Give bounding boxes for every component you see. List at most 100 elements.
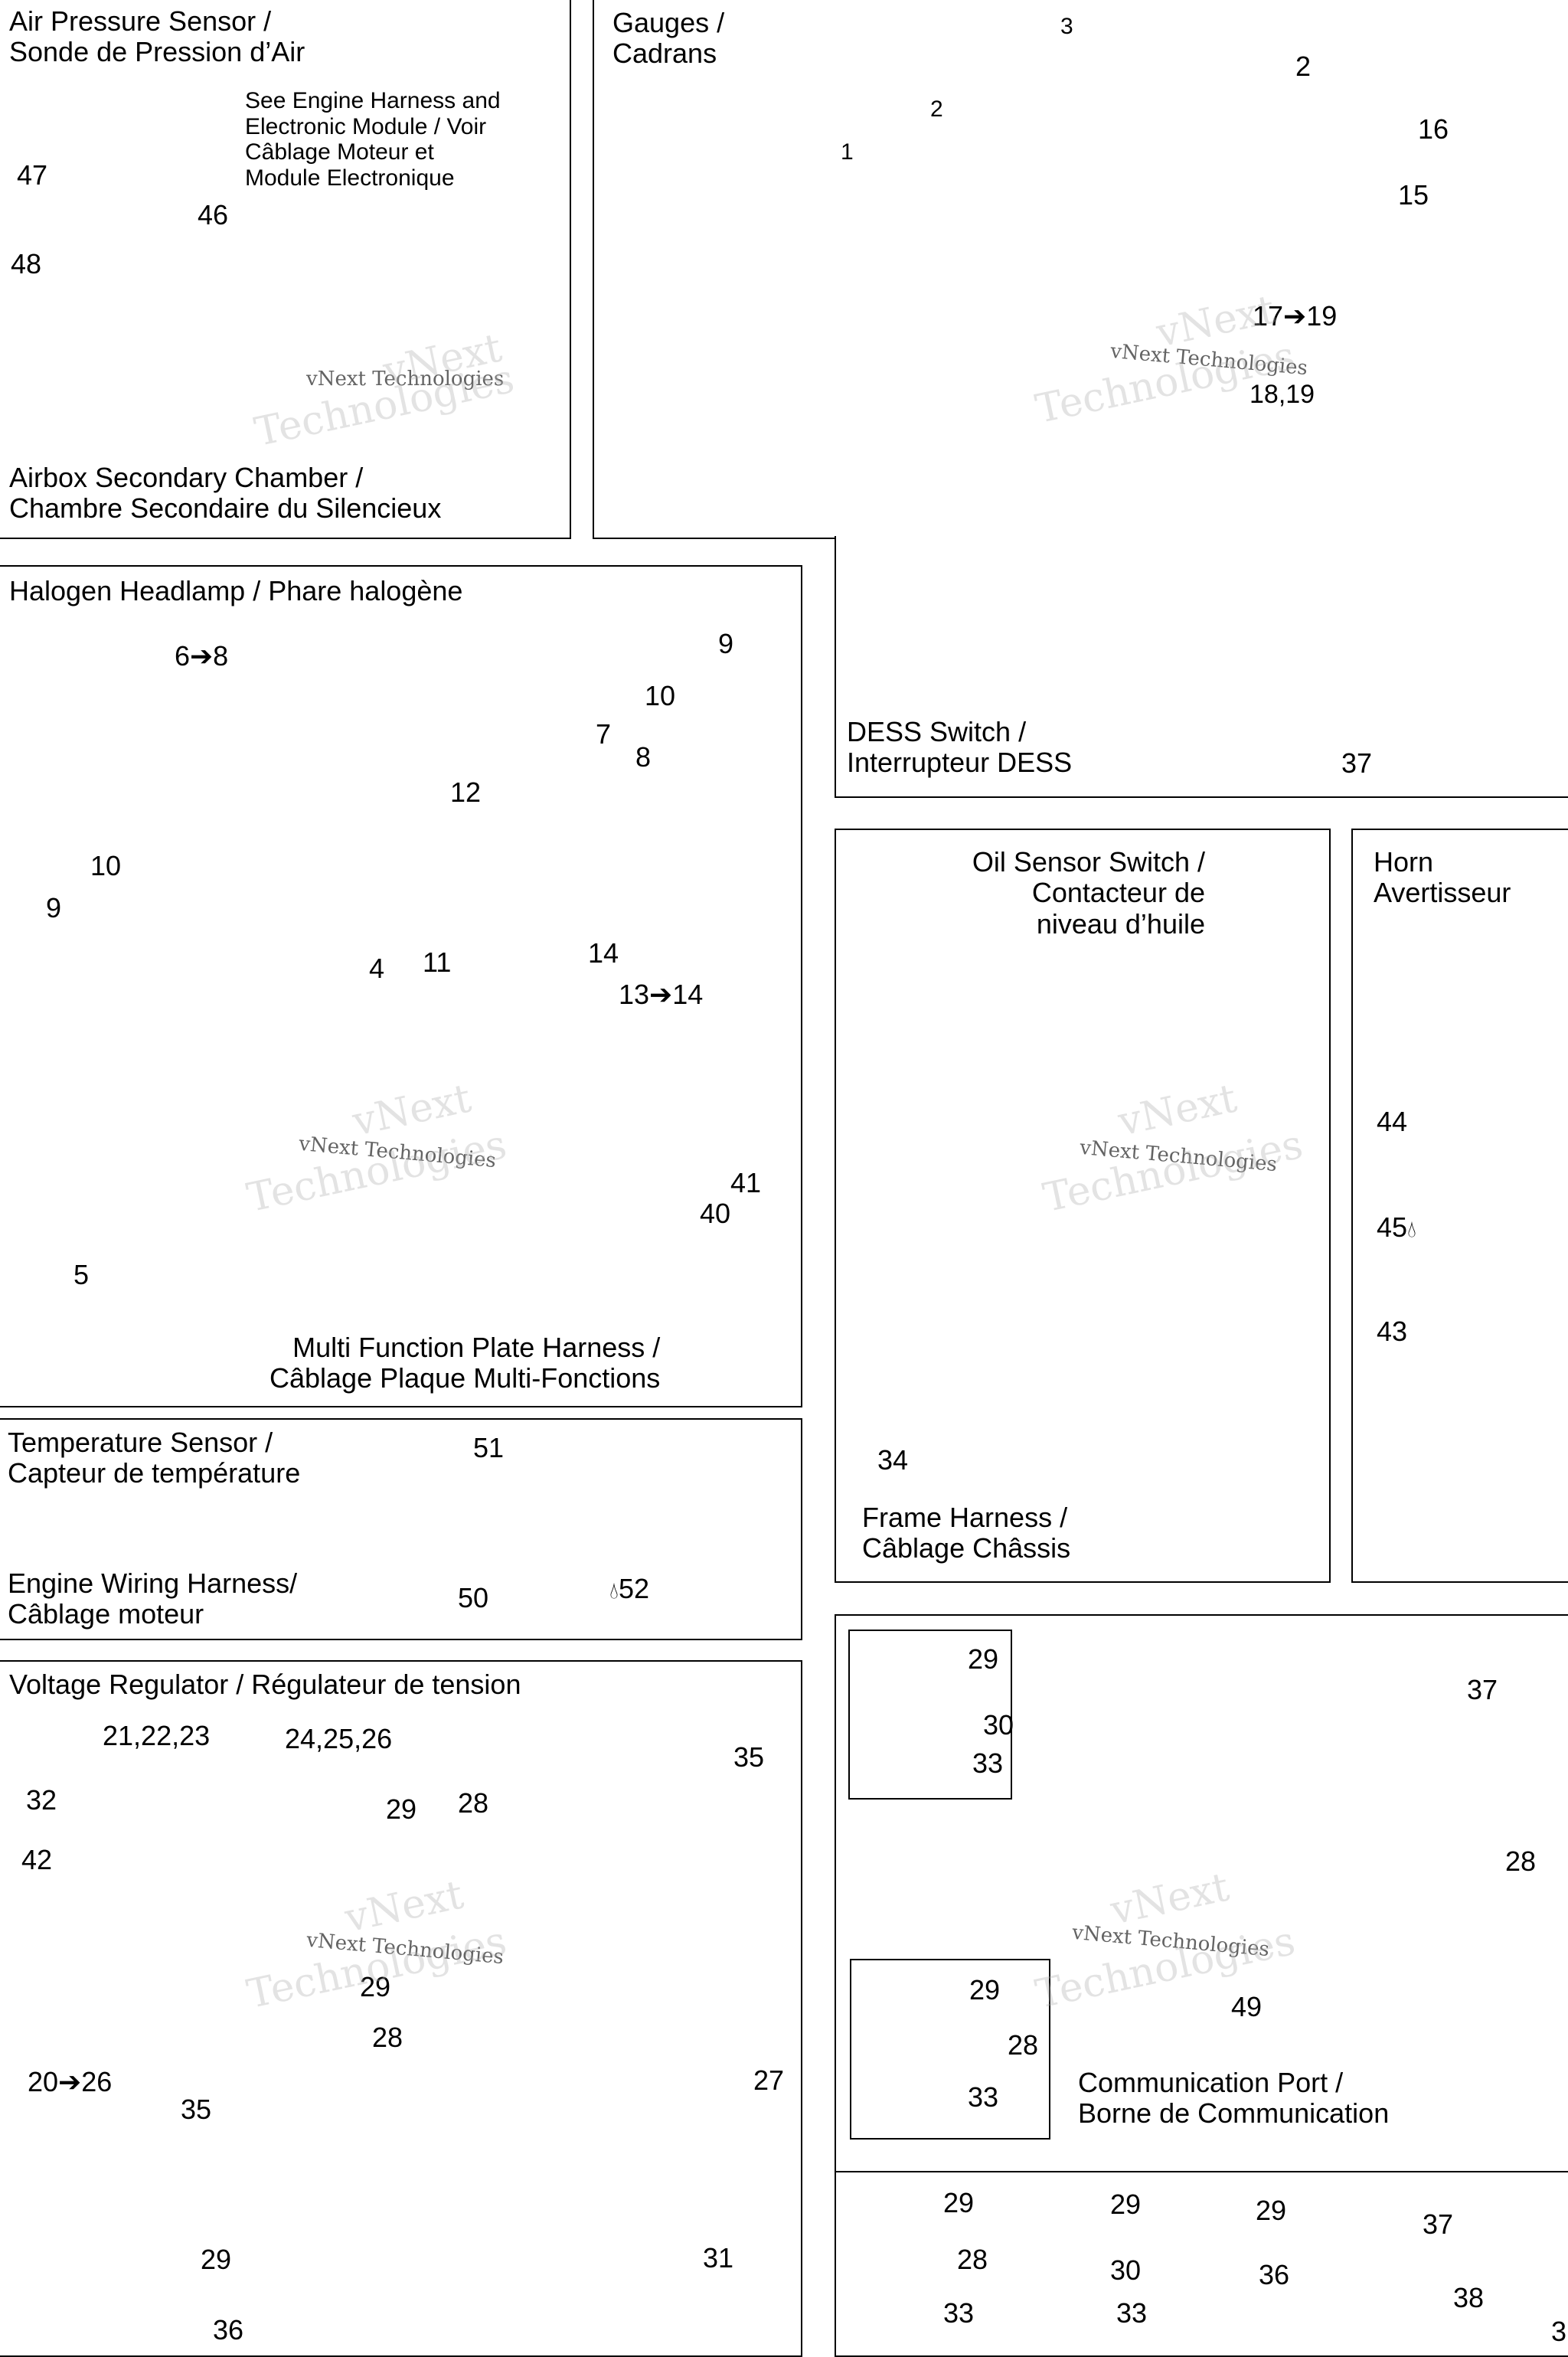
- air-pressure-title: Air Pressure Sensor / Sonde de Pression …: [9, 5, 305, 68]
- airbox-caption-fr: Chambre Secondaire du Silencieux: [9, 492, 442, 525]
- air-pressure-title-fr: Sonde de Pression d’Air: [9, 36, 305, 68]
- callout-41: 41: [730, 1167, 762, 1198]
- callout-18-19: 18,19: [1250, 380, 1315, 409]
- airbox-caption-en: Airbox Secondary Chamber /: [9, 462, 364, 493]
- horn-panel: [1351, 829, 1568, 1583]
- frame-harness-caption-fr: Câblage Châssis: [862, 1532, 1071, 1564]
- dess-caption: DESS Switch / Interrupteur DESS: [847, 716, 1073, 779]
- fastener-box-bottom: [850, 1959, 1050, 2140]
- callout-4: 4: [369, 953, 385, 984]
- callout-50: 50: [458, 1582, 489, 1613]
- callout-33a: 33: [972, 1747, 1004, 1779]
- callout-45-number: 45: [1377, 1211, 1408, 1243]
- callout-52-number: 52: [619, 1573, 650, 1604]
- callout-35b: 35: [181, 2094, 212, 2125]
- fastener-box-top: [848, 1630, 1012, 1800]
- callout-17-19: 17➔19: [1253, 300, 1338, 332]
- callout-7: 7: [596, 718, 612, 750]
- callout-38: 38: [1453, 2282, 1485, 2313]
- engine-harness-note: See Engine Harness and Electronic Module…: [245, 88, 501, 191]
- callout-3-partial: 3: [1551, 2316, 1567, 2347]
- oil-sensor-title: Oil Sensor Switch / Contacteur de niveau…: [911, 846, 1205, 940]
- callout-51: 51: [473, 1432, 505, 1463]
- temperature-title-fr: Capteur de température: [8, 1457, 301, 1489]
- callout-44: 44: [1377, 1106, 1408, 1137]
- callout-1: 1: [841, 139, 854, 165]
- callout-47: 47: [17, 159, 48, 191]
- callout-29e: 29: [969, 1974, 1001, 2006]
- callout-21-23: 21,22,23: [103, 1720, 211, 1751]
- temperature-sensor-panel: [0, 1418, 802, 1640]
- gauges-title-fr: Cadrans: [612, 38, 717, 70]
- callout-30b: 30: [1110, 2254, 1142, 2286]
- callout-28b: 28: [372, 2022, 403, 2053]
- callout-32: 32: [26, 1784, 57, 1816]
- callout-11: 11: [423, 946, 452, 978]
- callout-29d: 29: [968, 1643, 999, 1675]
- callout-52: 💧︎52: [609, 1573, 649, 1605]
- callout-15: 15: [1398, 179, 1429, 211]
- callout-9b: 9: [46, 892, 62, 924]
- voltage-regulator-title: Voltage Regulator / Régulateur de tensio…: [9, 1669, 521, 1700]
- multi-function-caption: Multi Function Plate Harness / Câblage P…: [270, 1332, 660, 1394]
- callout-31: 31: [703, 2242, 734, 2274]
- callout-36b: 36: [1259, 2259, 1290, 2290]
- engine-wiring-caption-fr: Câblage moteur: [8, 1598, 204, 1630]
- fasteners-panel: [835, 2171, 1568, 2357]
- callout-16: 16: [1418, 113, 1449, 145]
- engine-wiring-caption: Engine Wiring Harness/ Câblage moteur: [8, 1568, 297, 1630]
- callout-13-14: 13➔14: [619, 979, 704, 1010]
- oil-sensor-panel: [835, 829, 1331, 1583]
- frame-harness-caption-en: Frame Harness /: [862, 1502, 1068, 1533]
- gauges-title-en: Gauges /: [612, 7, 725, 38]
- callout-45: 45💧︎: [1377, 1211, 1416, 1244]
- callout-33d: 33: [1116, 2297, 1148, 2329]
- callout-29h: 29: [1256, 2195, 1287, 2226]
- multi-function-caption-en: Multi Function Plate Harness /: [292, 1332, 661, 1363]
- air-pressure-panel: [0, 0, 571, 539]
- callout-8: 8: [635, 741, 652, 773]
- callout-35a: 35: [733, 1741, 765, 1773]
- headlamp-panel: [0, 565, 802, 1407]
- airbox-caption: Airbox Secondary Chamber / Chambre Secon…: [9, 462, 442, 525]
- oil-drop-icon: 💧︎: [1407, 1217, 1417, 1242]
- communication-port-caption: Communication Port / Borne de Communicat…: [1078, 2067, 1390, 2130]
- headlamp-title: Halogen Headlamp / Phare halogène: [9, 575, 463, 606]
- callout-2a: 2: [1295, 51, 1312, 82]
- callout-29g: 29: [1110, 2189, 1142, 2220]
- temperature-title: Temperature Sensor / Capteur de températ…: [8, 1427, 300, 1489]
- note-line-1: See Engine Harness and: [245, 88, 501, 113]
- callout-43: 43: [1377, 1316, 1408, 1347]
- oil-drop-icon: 💧︎: [609, 1578, 619, 1603]
- gauges-title: Gauges / Cadrans: [612, 7, 725, 70]
- callout-3: 3: [1060, 14, 1073, 39]
- voltage-regulator-panel: [0, 1660, 802, 2357]
- callout-30a: 30: [983, 1709, 1014, 1741]
- oil-sensor-title-fr-2: niveau d’huile: [1036, 907, 1205, 940]
- callout-10a: 10: [645, 680, 676, 711]
- callout-29b: 29: [360, 1971, 391, 2002]
- callout-48: 48: [11, 248, 42, 280]
- frame-harness-caption: Frame Harness / Câblage Châssis: [862, 1502, 1070, 1564]
- callout-29c: 29: [201, 2244, 232, 2275]
- callout-28e: 28: [957, 2244, 988, 2275]
- callout-10b: 10: [90, 850, 122, 881]
- callout-33c: 33: [943, 2297, 975, 2329]
- callout-24-26: 24,25,26: [285, 1723, 393, 1754]
- callout-2b: 2: [930, 96, 943, 122]
- engine-wiring-caption-en: Engine Wiring Harness/: [8, 1568, 298, 1599]
- dess-caption-fr: Interrupteur DESS: [847, 747, 1073, 779]
- callout-49: 49: [1231, 1991, 1263, 2022]
- note-line-4: Module Electronique: [245, 165, 455, 191]
- communication-port-caption-fr: Borne de Communication: [1078, 2097, 1390, 2130]
- gauges-panel: [593, 0, 1568, 539]
- callout-6-8: 6➔8: [175, 640, 229, 672]
- callout-40: 40: [700, 1198, 731, 1229]
- callout-29f: 29: [943, 2187, 975, 2218]
- callout-9a: 9: [718, 628, 734, 659]
- callout-46: 46: [198, 199, 229, 230]
- callout-36: 36: [213, 2314, 244, 2346]
- note-line-2: Electronic Module / Voir: [245, 113, 487, 139]
- callout-28c: 28: [1505, 1845, 1537, 1877]
- callout-20-26: 20➔26: [28, 2066, 113, 2097]
